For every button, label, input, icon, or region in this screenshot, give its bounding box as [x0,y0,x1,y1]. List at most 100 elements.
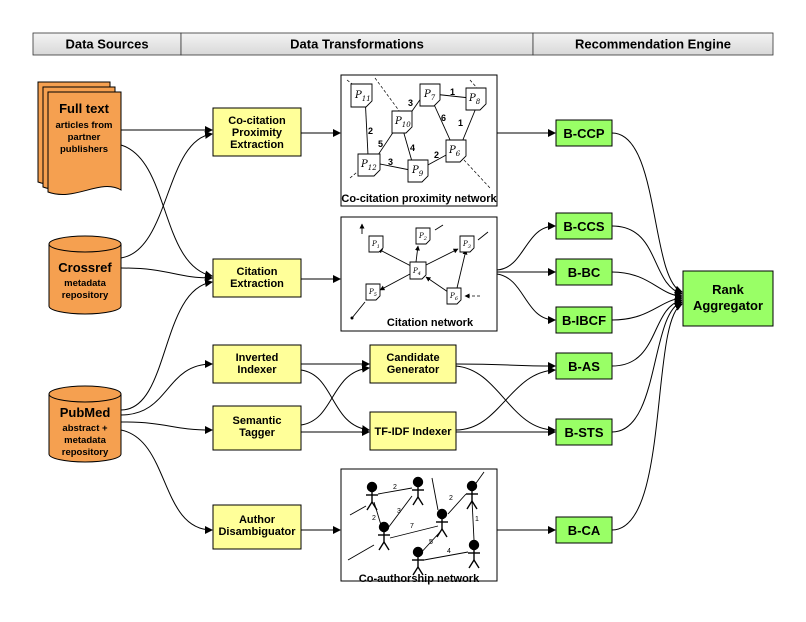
edge-net-bccs [496,222,556,271]
citation-l1: Citation [237,266,278,278]
cc-weight-7-6: 6 [441,113,446,123]
cit-edge-4-1 [377,248,412,267]
cc-node-p9-label: P9 [411,165,424,178]
bccs-label: B-CCS [563,219,604,234]
cocitation-l2: Proximity [232,127,283,139]
edge-bibcf-rank [611,294,683,321]
cit-node-p4: P4 [409,261,427,280]
pubmed-sub1: abstract + [62,423,108,434]
edge-crossref-cocitation [120,130,213,259]
coauthorship-network-caption: Co-authorship network [359,573,480,585]
cc-node-p8: P8 [465,87,487,111]
transform-semantic: Semantic Tagger [212,405,302,451]
author-l1: Author [239,514,276,526]
transform-tfidf: TF-IDF Indexer [369,411,457,451]
cit-node-p3: P3 [459,235,475,253]
ca-person-6 [412,546,424,576]
cit-node-p2: P2 [415,227,431,245]
semantic-box [212,405,302,451]
cc-dash-5 [349,167,363,179]
bca-box [555,516,613,544]
inverted-box [212,344,302,384]
author-box [212,504,302,550]
cc-node-p10: P10 [391,110,413,134]
ca-person-5 [466,480,478,510]
bca-label: B-CA [568,523,601,538]
ca-edge-6-7 [423,551,469,561]
bsts-label: B-STS [565,425,604,440]
cc-node-p6: P6 [445,139,467,163]
candidate-l2: Generator [387,364,440,376]
bibcf-box [555,306,613,334]
cc-node-p11: P11 [350,83,373,108]
cc-node-p6-label: P6 [448,145,461,158]
candidate-l1: Candidate [386,352,439,364]
cc-node-p7: P7 [419,83,441,107]
edge-bsts-rank [611,300,683,433]
cc-weight-12-10: 5 [378,139,383,149]
cit-node-p3-label: P3 [462,240,471,250]
ca-edge-1-2 [377,487,413,495]
cit-node-p2-label: P2 [418,232,427,242]
cc-edge-9-6 [425,153,449,167]
ca-person-4 [436,508,448,538]
cit-edge-3-out [477,231,489,241]
cc-weight-8-6: 1 [458,118,463,128]
citation-network: P1 P2 P3 P4 P5 P6 Citation network [340,216,498,332]
edge-bccs-rank [611,225,683,296]
ca-weight-1: 2 [393,484,397,491]
crossref-sub1: metadata [64,278,106,289]
cc-node-p12: P12 [357,153,381,177]
cc-dash-4 [463,159,491,189]
cc-weight-9-6: 2 [434,150,439,160]
ca-weight-7: 4 [447,548,451,555]
bbc-label: B-BC [568,265,601,280]
author-l2: Disambiguator [218,526,296,538]
pubmed-cylinder-top [48,385,122,403]
edge-semantic-candidate [300,364,370,426]
engine-bas: B-AS [555,352,613,380]
cit-edge-6-3 [456,249,468,289]
engine-bsts: B-STS [555,418,613,446]
tfidf-box [369,411,457,451]
bccp-box [555,119,613,147]
ca-edge-3-4 [389,525,439,539]
cc-weight-12-9: 3 [388,157,393,167]
cc-node-p10-label: P10 [394,116,411,129]
ca-edge-3-2 [387,495,413,529]
pubmed-sub3: repository [62,447,109,458]
transform-author: Author Disambiguator [212,504,302,550]
ca-edge-out-1 [349,505,367,516]
source-fulltext: Full text articles from partner publishe… [37,81,122,195]
edge-bca-rank [611,303,683,531]
ca-person-2 [412,476,424,506]
ca-person-1 [366,481,378,511]
transform-cocitation: Co-citation Proximity Extraction [212,107,302,157]
pubmed-cylinder-body [48,394,122,463]
ca-weight-3: 2 [372,515,376,522]
edges [120,126,683,534]
edge-pubmed-semantic [120,421,213,434]
rank-aggregator-l2: Aggregator [693,298,763,313]
edge-crossref-citation [120,267,213,282]
cocitation-l3: Extraction [230,139,284,151]
ca-person-3 [378,521,390,551]
header-transformations: Data Transformations [290,37,424,52]
cit-edge-6-4 [425,276,449,293]
cc-node-p12-label: P12 [360,159,377,172]
candidate-box [369,344,457,384]
bsts-box [555,418,613,446]
ca-weight-5: 7 [410,523,414,530]
cc-edge-7-6 [431,99,452,143]
edge-fulltext-citation [120,144,213,279]
fulltext-doc-front [47,91,122,195]
citation-l2: Extraction [230,278,284,290]
cc-weight-7-8: 1 [450,87,455,97]
cocitation-box [212,107,302,157]
cit-node-p1: P1 [368,235,384,253]
ca-edge-out-4 [431,477,439,511]
header-sources: Data Sources [65,37,148,52]
crossref-sub2: repository [62,290,109,301]
cc-weight-10-7: 3 [408,98,413,108]
